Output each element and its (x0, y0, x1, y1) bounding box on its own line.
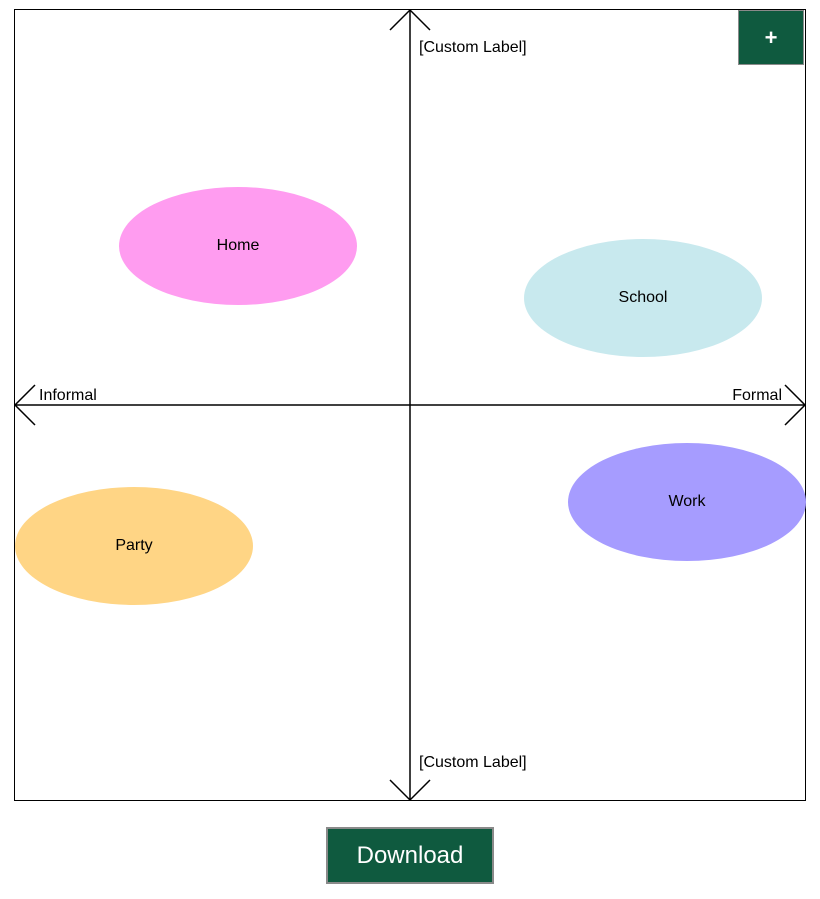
download-button[interactable]: Download (326, 827, 494, 884)
axis-label-top[interactable]: [Custom Label] (419, 39, 527, 56)
bubble-label: School (618, 289, 668, 306)
bubble-home[interactable]: Home (119, 187, 357, 305)
axis-label-bottom[interactable]: [Custom Label] (419, 754, 527, 771)
arrow-up-icon (389, 8, 431, 31)
axis-label-left[interactable]: Informal (39, 387, 97, 404)
arrow-down-icon (389, 779, 431, 802)
bubble-party[interactable]: Party (15, 487, 253, 605)
arrow-left-icon (13, 384, 36, 426)
bubble-work[interactable]: Work (568, 443, 806, 561)
quadrant-canvas: [Custom Label] [Custom Label] Informal F… (13, 8, 807, 802)
bubble-label: Home (216, 237, 260, 254)
axes-svg (13, 8, 807, 802)
axis-label-right[interactable]: Formal (732, 387, 782, 404)
bubble-label: Party (115, 537, 153, 554)
arrow-right-icon (784, 384, 807, 426)
add-bubble-button[interactable]: + (738, 10, 804, 65)
bubble-label: Work (668, 493, 706, 510)
bubble-school[interactable]: School (524, 239, 762, 357)
